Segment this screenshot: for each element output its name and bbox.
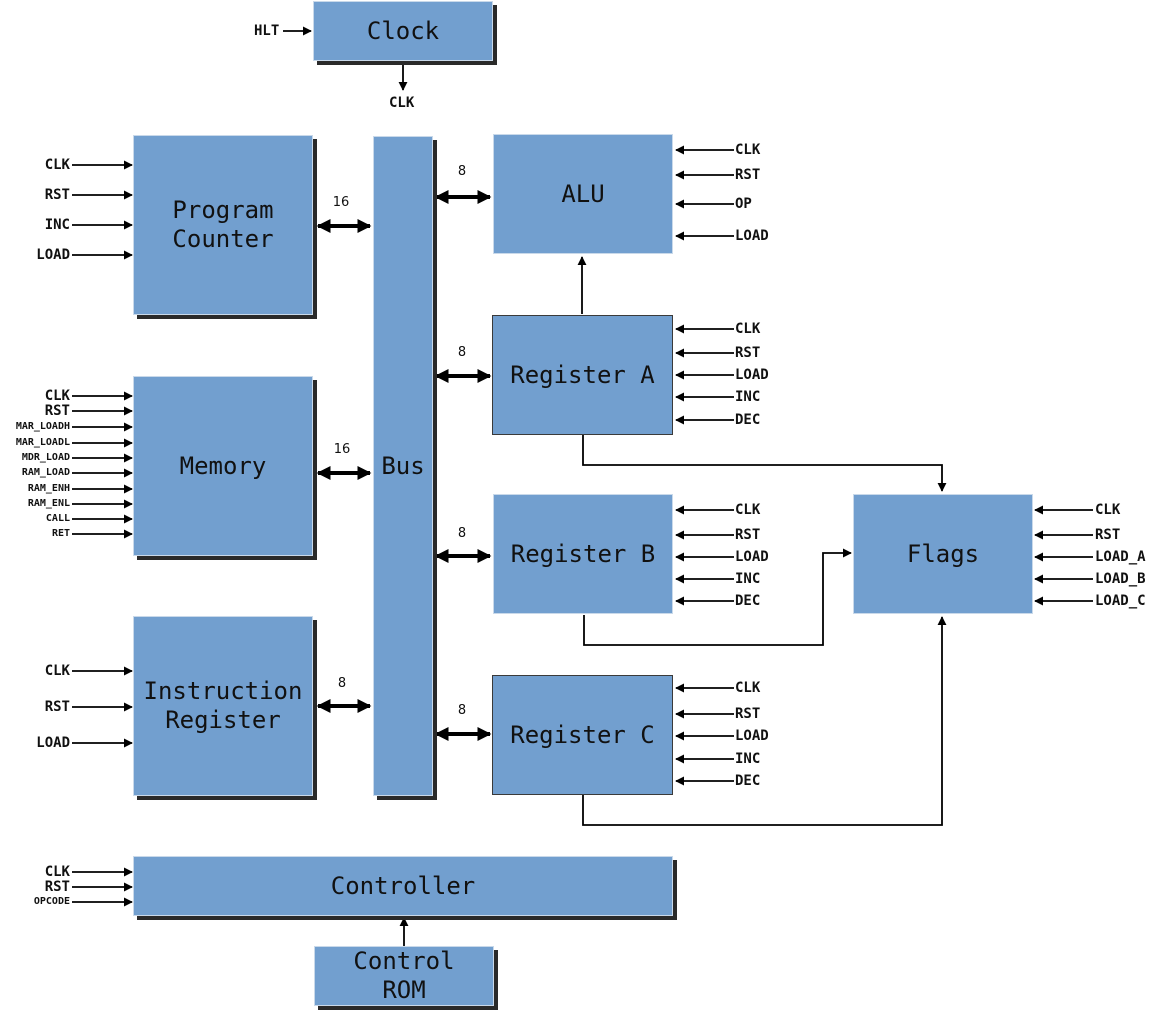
register-b-block: Register B — [493, 494, 673, 614]
memory-signal-label: RST — [44, 403, 70, 419]
alu-block: ALU — [493, 134, 673, 254]
control-rom-block: Control ROM — [314, 946, 494, 1006]
rega-to-flags-wire — [582, 435, 947, 492]
regc-signal-label: DEC — [735, 773, 761, 789]
regb-signal-label: RST — [735, 527, 761, 543]
regb-to-flags-wire — [583, 548, 852, 646]
register-c-block: Register C — [492, 675, 673, 795]
memory-signal-label: MAR_LOADH — [15, 421, 70, 432]
flags-block: Flags — [853, 494, 1033, 614]
alu-signal-label: RST — [735, 167, 761, 183]
pc-bus-width-label: 16 — [332, 195, 350, 210]
rega-bus-width-label: 8 — [457, 345, 467, 360]
memory-signal-label: RET — [51, 528, 70, 539]
pc-signal-label: LOAD — [36, 247, 70, 263]
program-counter-block: Program Counter — [133, 135, 313, 315]
regc-signal-label: LOAD — [735, 728, 769, 744]
rega-signal-label: LOAD — [735, 367, 769, 383]
regc-signal-label: RST — [735, 706, 761, 722]
regc-signal-label: CLK — [735, 680, 761, 696]
memory-bus-width-label: 16 — [333, 442, 351, 457]
memory-signal-label: CLK — [44, 388, 70, 404]
memory-signal-label: MAR_LOADL — [15, 437, 70, 448]
pc-signal-label: INC — [44, 217, 70, 233]
rega-signal-label: INC — [735, 389, 761, 405]
ir-signal-label: RST — [44, 699, 70, 715]
flags-signal-label: RST — [1095, 527, 1121, 543]
pc-signal-label: CLK — [44, 157, 70, 173]
instruction-register-block: Instruction Register — [133, 616, 313, 796]
regb-signal-label: INC — [735, 571, 761, 587]
flags-signal-label: CLK — [1095, 502, 1121, 518]
alu-signal-label: OP — [735, 196, 752, 212]
clock-clk-label: CLK — [389, 95, 415, 111]
pc-signal-label: RST — [44, 187, 70, 203]
ir-signal-label: LOAD — [36, 735, 70, 751]
alu-bus-width-label: 8 — [457, 164, 467, 179]
controller-signal-label: OPCODE — [33, 896, 70, 907]
rega-signal-label: RST — [735, 345, 761, 361]
regb-signal-label: CLK — [735, 502, 761, 518]
memory-signal-label: RAM_LOAD — [21, 467, 70, 478]
controller-block: Controller — [133, 856, 673, 916]
clock-block: Clock — [313, 1, 493, 61]
flags-signal-label: LOAD_C — [1095, 593, 1146, 609]
register-a-block: Register A — [492, 315, 673, 435]
memory-signal-label: CALL — [45, 513, 70, 524]
memory-signal-label: MDR_LOAD — [21, 452, 70, 463]
regc-to-flags-wire — [582, 616, 947, 826]
memory-block: Memory — [133, 376, 313, 556]
alu-signal-label: CLK — [735, 142, 761, 158]
regb-bus-width-label: 8 — [457, 526, 467, 541]
ir-signal-label: CLK — [44, 663, 70, 679]
flags-signal-label: LOAD_A — [1095, 549, 1146, 565]
alu-signal-label: LOAD — [735, 228, 769, 244]
memory-signal-label: RAM_ENH — [27, 483, 70, 494]
regb-signal-label: LOAD — [735, 549, 769, 565]
hlt-label: HLT — [254, 23, 280, 39]
regc-bus-width-label: 8 — [457, 703, 467, 718]
controller-signal-label: RST — [44, 879, 70, 895]
memory-signal-label: RAM_ENL — [27, 498, 70, 509]
bus-block: Bus — [373, 136, 433, 796]
regb-signal-label: DEC — [735, 593, 761, 609]
regc-signal-label: INC — [735, 751, 761, 767]
rega-signal-label: CLK — [735, 321, 761, 337]
flags-signal-label: LOAD_B — [1095, 571, 1146, 587]
rega-signal-label: DEC — [735, 412, 761, 428]
controller-signal-label: CLK — [44, 864, 70, 880]
ir-bus-width-label: 8 — [337, 676, 347, 691]
